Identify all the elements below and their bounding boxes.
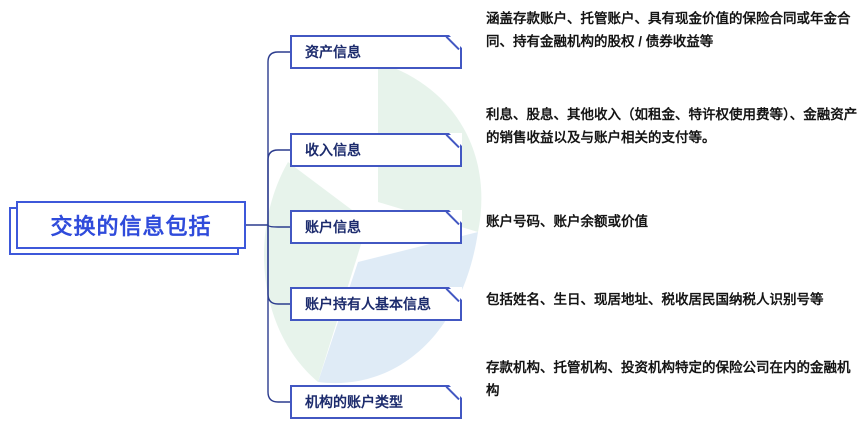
- branch-node-label: 账户持有人基本信息: [305, 296, 431, 312]
- branch-description-asset-info: 涵盖存款账户、托管账户、具有现金价值的保险合同或年金合同、持有金融机构的股权 /…: [486, 11, 851, 49]
- branch-description-account-info: 账户号码、账户余额或价值: [486, 214, 648, 229]
- branch-node-income-info: 收入信息: [290, 133, 462, 167]
- branch-node-holder-info: 账户持有人基本信息: [290, 287, 462, 321]
- branch-node-account-type: 机构的账户类型: [290, 385, 462, 419]
- branch-node-label: 账户信息: [305, 219, 361, 235]
- branch-description-holder-info: 包括姓名、生日、现居地址、税收居民国纳税人识别号等: [486, 292, 824, 307]
- branch-node-label: 资产信息: [305, 44, 361, 60]
- branch-node-label: 机构的账户类型: [305, 394, 403, 410]
- branch-node-label: 收入信息: [305, 142, 361, 158]
- root-node: 交换的信息包括: [9, 201, 246, 255]
- branch-description-account-type: 存款机构、托管机构、投资机构特定的保险公司在内的金融机构: [486, 360, 851, 398]
- root-node-label: 交换的信息包括: [50, 214, 212, 239]
- root-node-box: 交换的信息包括: [16, 201, 246, 249]
- branch-node-account-info: 账户信息: [290, 210, 462, 244]
- branch-description-income-info: 利息、股息、其他收入（如租金、特许权使用费等）、金融资产的销售收益以及与账户相关…: [486, 107, 858, 145]
- branch-node-asset-info: 资产信息: [290, 35, 462, 69]
